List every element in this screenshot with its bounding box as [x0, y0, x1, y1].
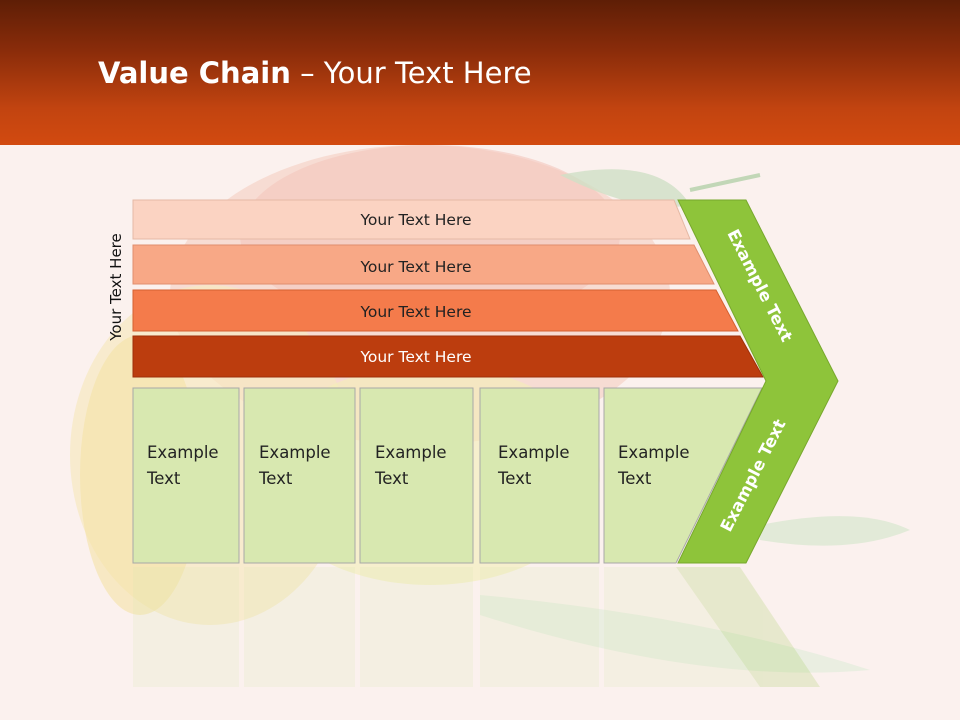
support-bar: Your Text Here — [132, 335, 764, 378]
title-bold: Value Chain — [98, 56, 291, 90]
title-rest: – Your Text Here — [290, 56, 532, 90]
support-bar: Your Text Here — [132, 244, 715, 285]
support-bar: Your Text Here — [132, 289, 739, 332]
reflection — [133, 567, 820, 687]
activity-line2: Text — [497, 469, 532, 488]
activity-line2: Text — [617, 469, 652, 488]
activity-line1: Example — [147, 443, 219, 462]
support-bar-label: Your Text Here — [359, 303, 471, 321]
support-bar-label: Your Text Here — [359, 211, 471, 229]
activity-line1: Example — [498, 443, 570, 462]
activity-line1: Example — [618, 443, 690, 462]
support-bar: Your Text Here — [132, 199, 691, 240]
activity-line1: Example — [375, 443, 447, 462]
activity-line2: Text — [258, 469, 293, 488]
activity-line2: Text — [146, 469, 181, 488]
support-bar-label: Your Text Here — [359, 258, 471, 276]
activity-line2: Text — [374, 469, 409, 488]
slide-title: Value Chain – Your Text Here — [98, 56, 532, 90]
header-band — [0, 0, 960, 145]
support-bar-label: Your Text Here — [359, 348, 471, 366]
activity-line1: Example — [259, 443, 331, 462]
